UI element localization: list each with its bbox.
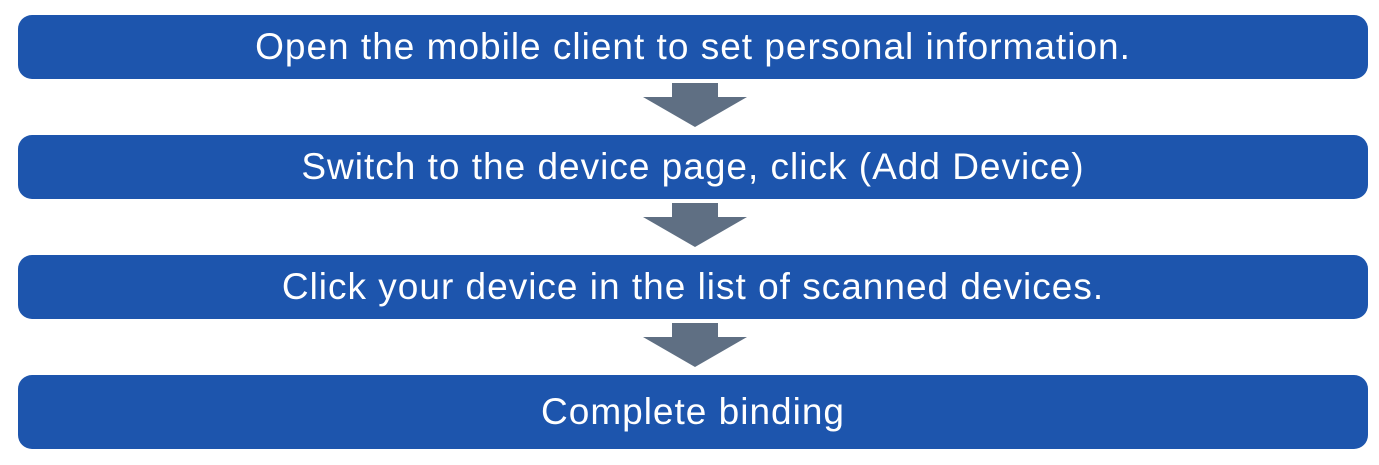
step-label: Click your device in the list of scanned…: [281, 266, 1105, 307]
step-open-mobile-client: Open the mobile client to set personal i…: [18, 15, 1368, 79]
down-arrow-icon: [643, 203, 747, 247]
down-arrow-icon: [643, 323, 747, 367]
step-label: Complete binding: [541, 391, 845, 432]
step-switch-device-page: Switch to the device page, click (Add De…: [18, 135, 1368, 199]
step-label: Switch to the device page, click (Add De…: [301, 146, 1085, 187]
step-click-scanned-device: Click your device in the list of scanned…: [18, 255, 1368, 319]
step-complete-binding: Complete binding: [18, 375, 1368, 449]
down-arrow-icon: [643, 83, 747, 127]
step-label: Open the mobile client to set personal i…: [255, 26, 1131, 67]
